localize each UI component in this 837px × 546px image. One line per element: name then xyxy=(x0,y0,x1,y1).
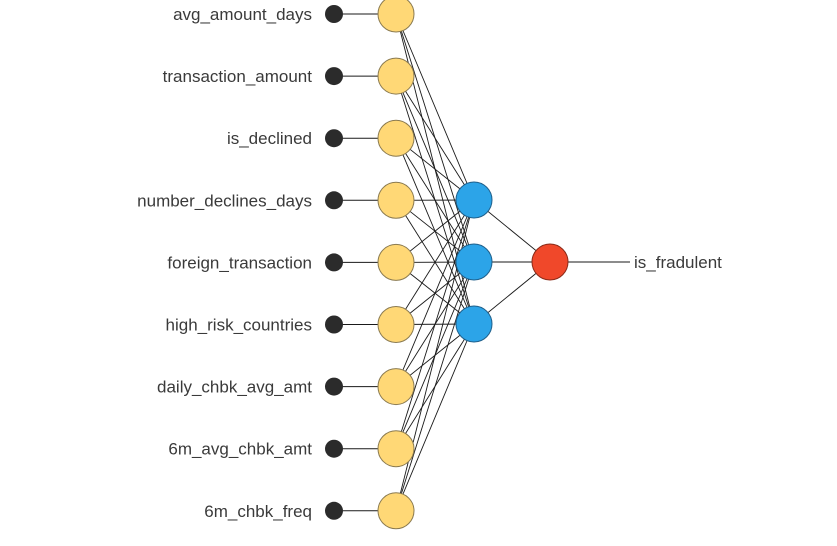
input-terminal xyxy=(325,129,343,148)
output-node xyxy=(531,243,569,281)
hidden-node-0 xyxy=(455,181,493,219)
input-terminal xyxy=(325,377,343,396)
input-label-number-declines-days: number_declines_days xyxy=(137,191,312,210)
input-terminal xyxy=(325,439,343,458)
input-node-7 xyxy=(377,430,415,468)
edge-input-0-hidden-0 xyxy=(395,13,475,201)
edge-input-8-hidden-1 xyxy=(395,261,475,511)
input-node-6 xyxy=(377,368,415,406)
input-label-foreign-transaction: foreign_transaction xyxy=(167,253,312,272)
edge-input-7-hidden-0 xyxy=(395,199,475,449)
input-label-6m-avg-chbk-amt: 6m_avg_chbk_amt xyxy=(168,440,312,459)
input-label-transaction-amount: transaction_amount xyxy=(163,67,313,86)
input-node-2 xyxy=(377,119,415,157)
output-label: is_fradulent xyxy=(634,253,722,272)
edge-input-1-hidden-0 xyxy=(395,75,475,201)
edge-input-8-hidden-0 xyxy=(395,199,475,511)
input-label-6m-chbk-freq: 6m_chbk_freq xyxy=(204,502,312,521)
hidden-node-1 xyxy=(455,243,493,281)
input-terminal xyxy=(325,191,343,210)
hidden-node-2 xyxy=(455,305,493,343)
input-terminal xyxy=(325,315,343,334)
network-nodes xyxy=(377,0,569,530)
input-node-8 xyxy=(377,492,415,530)
input-terminal xyxy=(325,67,343,86)
input-label-is-declined: is_declined xyxy=(227,129,312,148)
input-terminal xyxy=(325,501,343,520)
input-node-0 xyxy=(377,0,415,33)
edge-input-6-hidden-0 xyxy=(395,199,475,387)
node-labels: avg_amount_days transaction_amount is_decl… xyxy=(137,5,722,521)
input-terminal xyxy=(325,253,343,272)
edge-input-5-hidden-0 xyxy=(395,199,475,325)
input-node-5 xyxy=(377,306,415,343)
input-label-daily-chbk-avg-amt: daily_chbk_avg_amt xyxy=(157,378,312,397)
input-label-avg-amount-days: avg_amount_days xyxy=(173,5,312,24)
input-terminal xyxy=(325,5,343,23)
edge-input-8-hidden-2 xyxy=(395,323,475,511)
input-node-1 xyxy=(377,57,415,95)
input-node-4 xyxy=(377,243,415,281)
input-node-3 xyxy=(377,181,415,219)
connection-edges xyxy=(395,13,630,511)
input-label-high-risk-countries: high_risk_countries xyxy=(166,316,312,335)
